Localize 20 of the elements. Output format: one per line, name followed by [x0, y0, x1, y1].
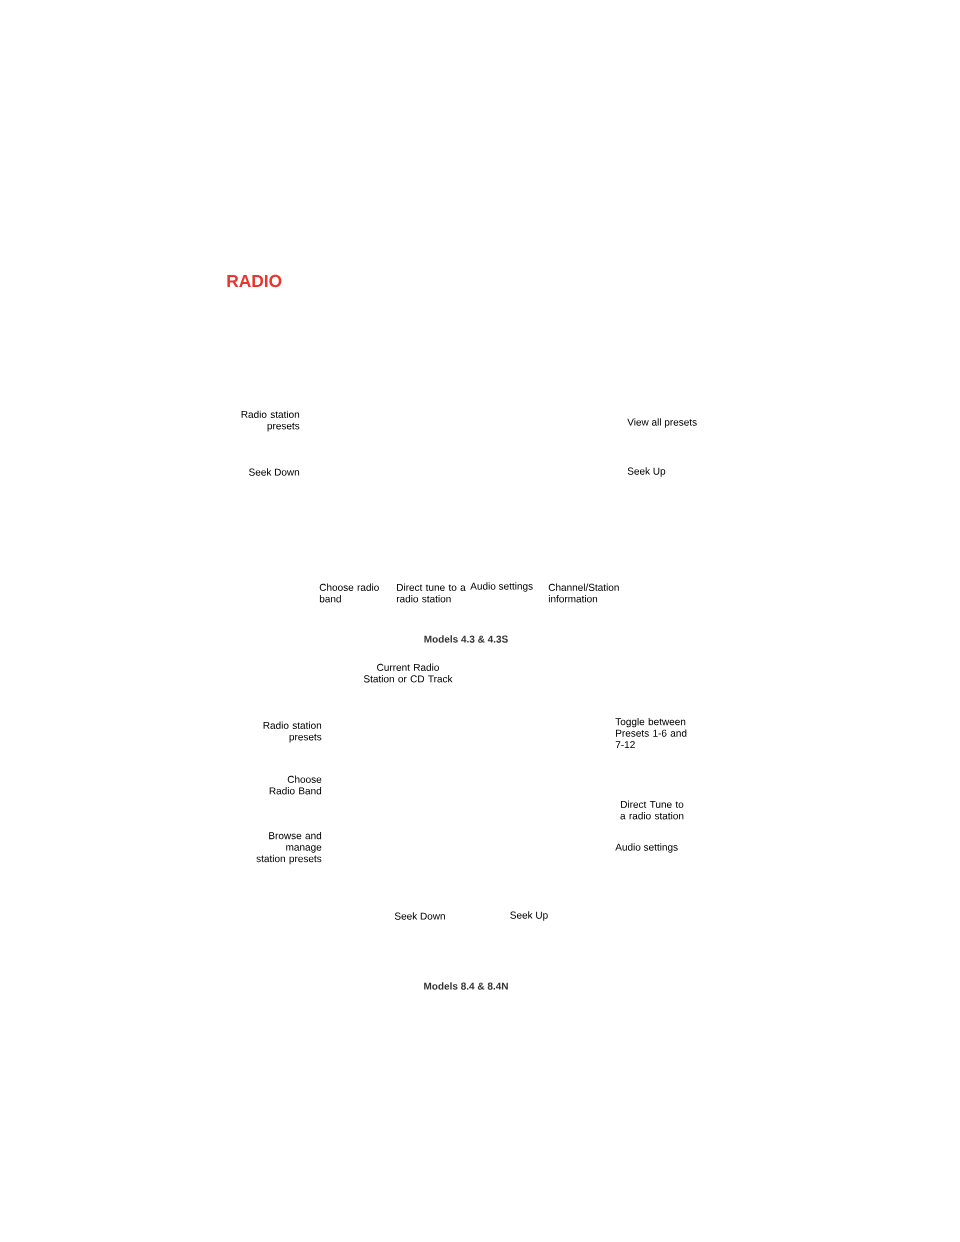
- callout-text: Radio station presets: [263, 721, 322, 743]
- callout-text: Toggle between Presets 1-6 and 7-12: [615, 717, 687, 749]
- callout-text: Audio settings: [470, 582, 533, 592]
- callout-text: Direct Tune to a radio station: [620, 800, 684, 820]
- callout-text: Seek Down: [394, 912, 445, 920]
- callout-text: Seek Up: [510, 911, 548, 921]
- callout-text: Direct tune to a radio station: [396, 583, 466, 603]
- figure-caption: Models 4.3 & 4.3S: [424, 635, 508, 643]
- callout-text: Radio station presets: [241, 410, 300, 432]
- section-title: RADIO: [227, 274, 282, 288]
- callout-text: View all presets: [627, 418, 697, 428]
- callout-text: Channel/Station information: [548, 583, 619, 603]
- callout-text: Choose radio band: [319, 583, 379, 603]
- callout-text: Choose Radio Band: [269, 775, 322, 795]
- callout-text: Seek Down: [249, 468, 300, 476]
- callout-text: Browse and manage station presets: [256, 831, 322, 865]
- figure-caption: Models 8.4 & 8.4N: [424, 982, 508, 990]
- callout-text: Audio settings: [615, 843, 678, 853]
- callout-text: Seek Up: [627, 467, 666, 477]
- callout-text: Current Radio Station or CD Track: [363, 663, 453, 683]
